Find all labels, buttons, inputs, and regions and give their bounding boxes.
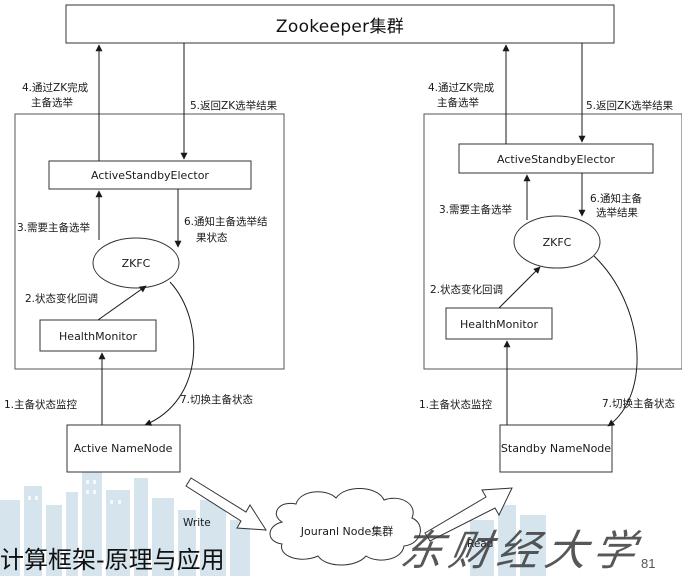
standby-step7: 7.切换主备状态 <box>602 397 676 410</box>
read-block-arrow <box>424 487 513 542</box>
standby-step6-line2: 选举结果 <box>596 206 638 219</box>
active-step2: 2.状态变化回调 <box>25 292 98 305</box>
standby-elector-box <box>458 143 654 174</box>
active-zkfc-ellipse <box>92 237 180 289</box>
journal-label: Jouranl Node集群 <box>300 524 393 538</box>
skyline-background <box>0 452 546 576</box>
standby-step6-line1: 6.通知主备 <box>590 192 643 205</box>
active-step4-line1: 4.通过ZK完成 <box>22 81 89 94</box>
active-elector-label: ActiveStandbyElector <box>91 169 209 182</box>
active-namenode-box <box>66 424 181 473</box>
university-watermark: 东财经大学 <box>397 526 646 575</box>
active-step6-line2: 果状态 <box>196 231 228 244</box>
active-namenode-label: Active NameNode <box>74 442 173 455</box>
read-label: Read <box>467 538 493 550</box>
standby-container <box>423 113 682 370</box>
standby-namenode-label: Standby NameNode <box>501 442 611 455</box>
standby-step3: 3.需要主备选举 <box>439 203 513 216</box>
course-title: 计算框架-原理与应用 <box>0 546 225 574</box>
standby-health-box <box>445 307 553 340</box>
active-step3: 3.需要主备选举 <box>17 221 91 234</box>
standby-health-label: HealthMonitor <box>460 318 538 331</box>
standby-elector-label: ActiveStandbyElector <box>497 153 615 166</box>
standby-arrow-step2 <box>498 266 541 309</box>
standby-zkfc-label: ZKFC <box>543 236 572 249</box>
zookeeper-box <box>65 4 615 44</box>
active-health-label: HealthMonitor <box>59 330 137 343</box>
standby-zkfc-ellipse <box>513 215 601 269</box>
standby-step4-line2: 主备选举 <box>437 96 479 109</box>
standby-arrow-step7 <box>593 255 638 427</box>
active-step4-line2: 主备选举 <box>31 96 73 109</box>
active-zkfc-label: ZKFC <box>122 257 151 270</box>
active-arrow-step7 <box>144 281 195 426</box>
active-arrow-step2 <box>97 285 147 321</box>
journal-cloud <box>269 487 421 566</box>
skyline-windows <box>28 480 121 504</box>
write-block-arrow <box>185 477 267 531</box>
active-health-box <box>39 319 157 352</box>
active-step6-line1: 6.通知主备选举结 <box>184 215 268 228</box>
page-number: 81 <box>641 556 656 571</box>
standby-step5: 5.返回ZK选举结果 <box>586 99 674 112</box>
active-elector-box <box>48 160 252 190</box>
zookeeper-title: Zookeeper集群 <box>275 16 405 37</box>
write-label: Write <box>183 517 211 529</box>
standby-step4-line1: 4.通过ZK完成 <box>428 81 495 94</box>
active-step7: 7.切换主备状态 <box>180 393 254 406</box>
standby-namenode-box <box>499 424 613 473</box>
standby-step2: 2.状态变化回调 <box>430 283 503 296</box>
active-step1: 1.主备状态监控 <box>4 398 78 411</box>
active-container <box>14 113 285 370</box>
active-step5: 5.返回ZK选举结果 <box>190 99 278 112</box>
standby-step1: 1.主备状态监控 <box>419 398 493 411</box>
